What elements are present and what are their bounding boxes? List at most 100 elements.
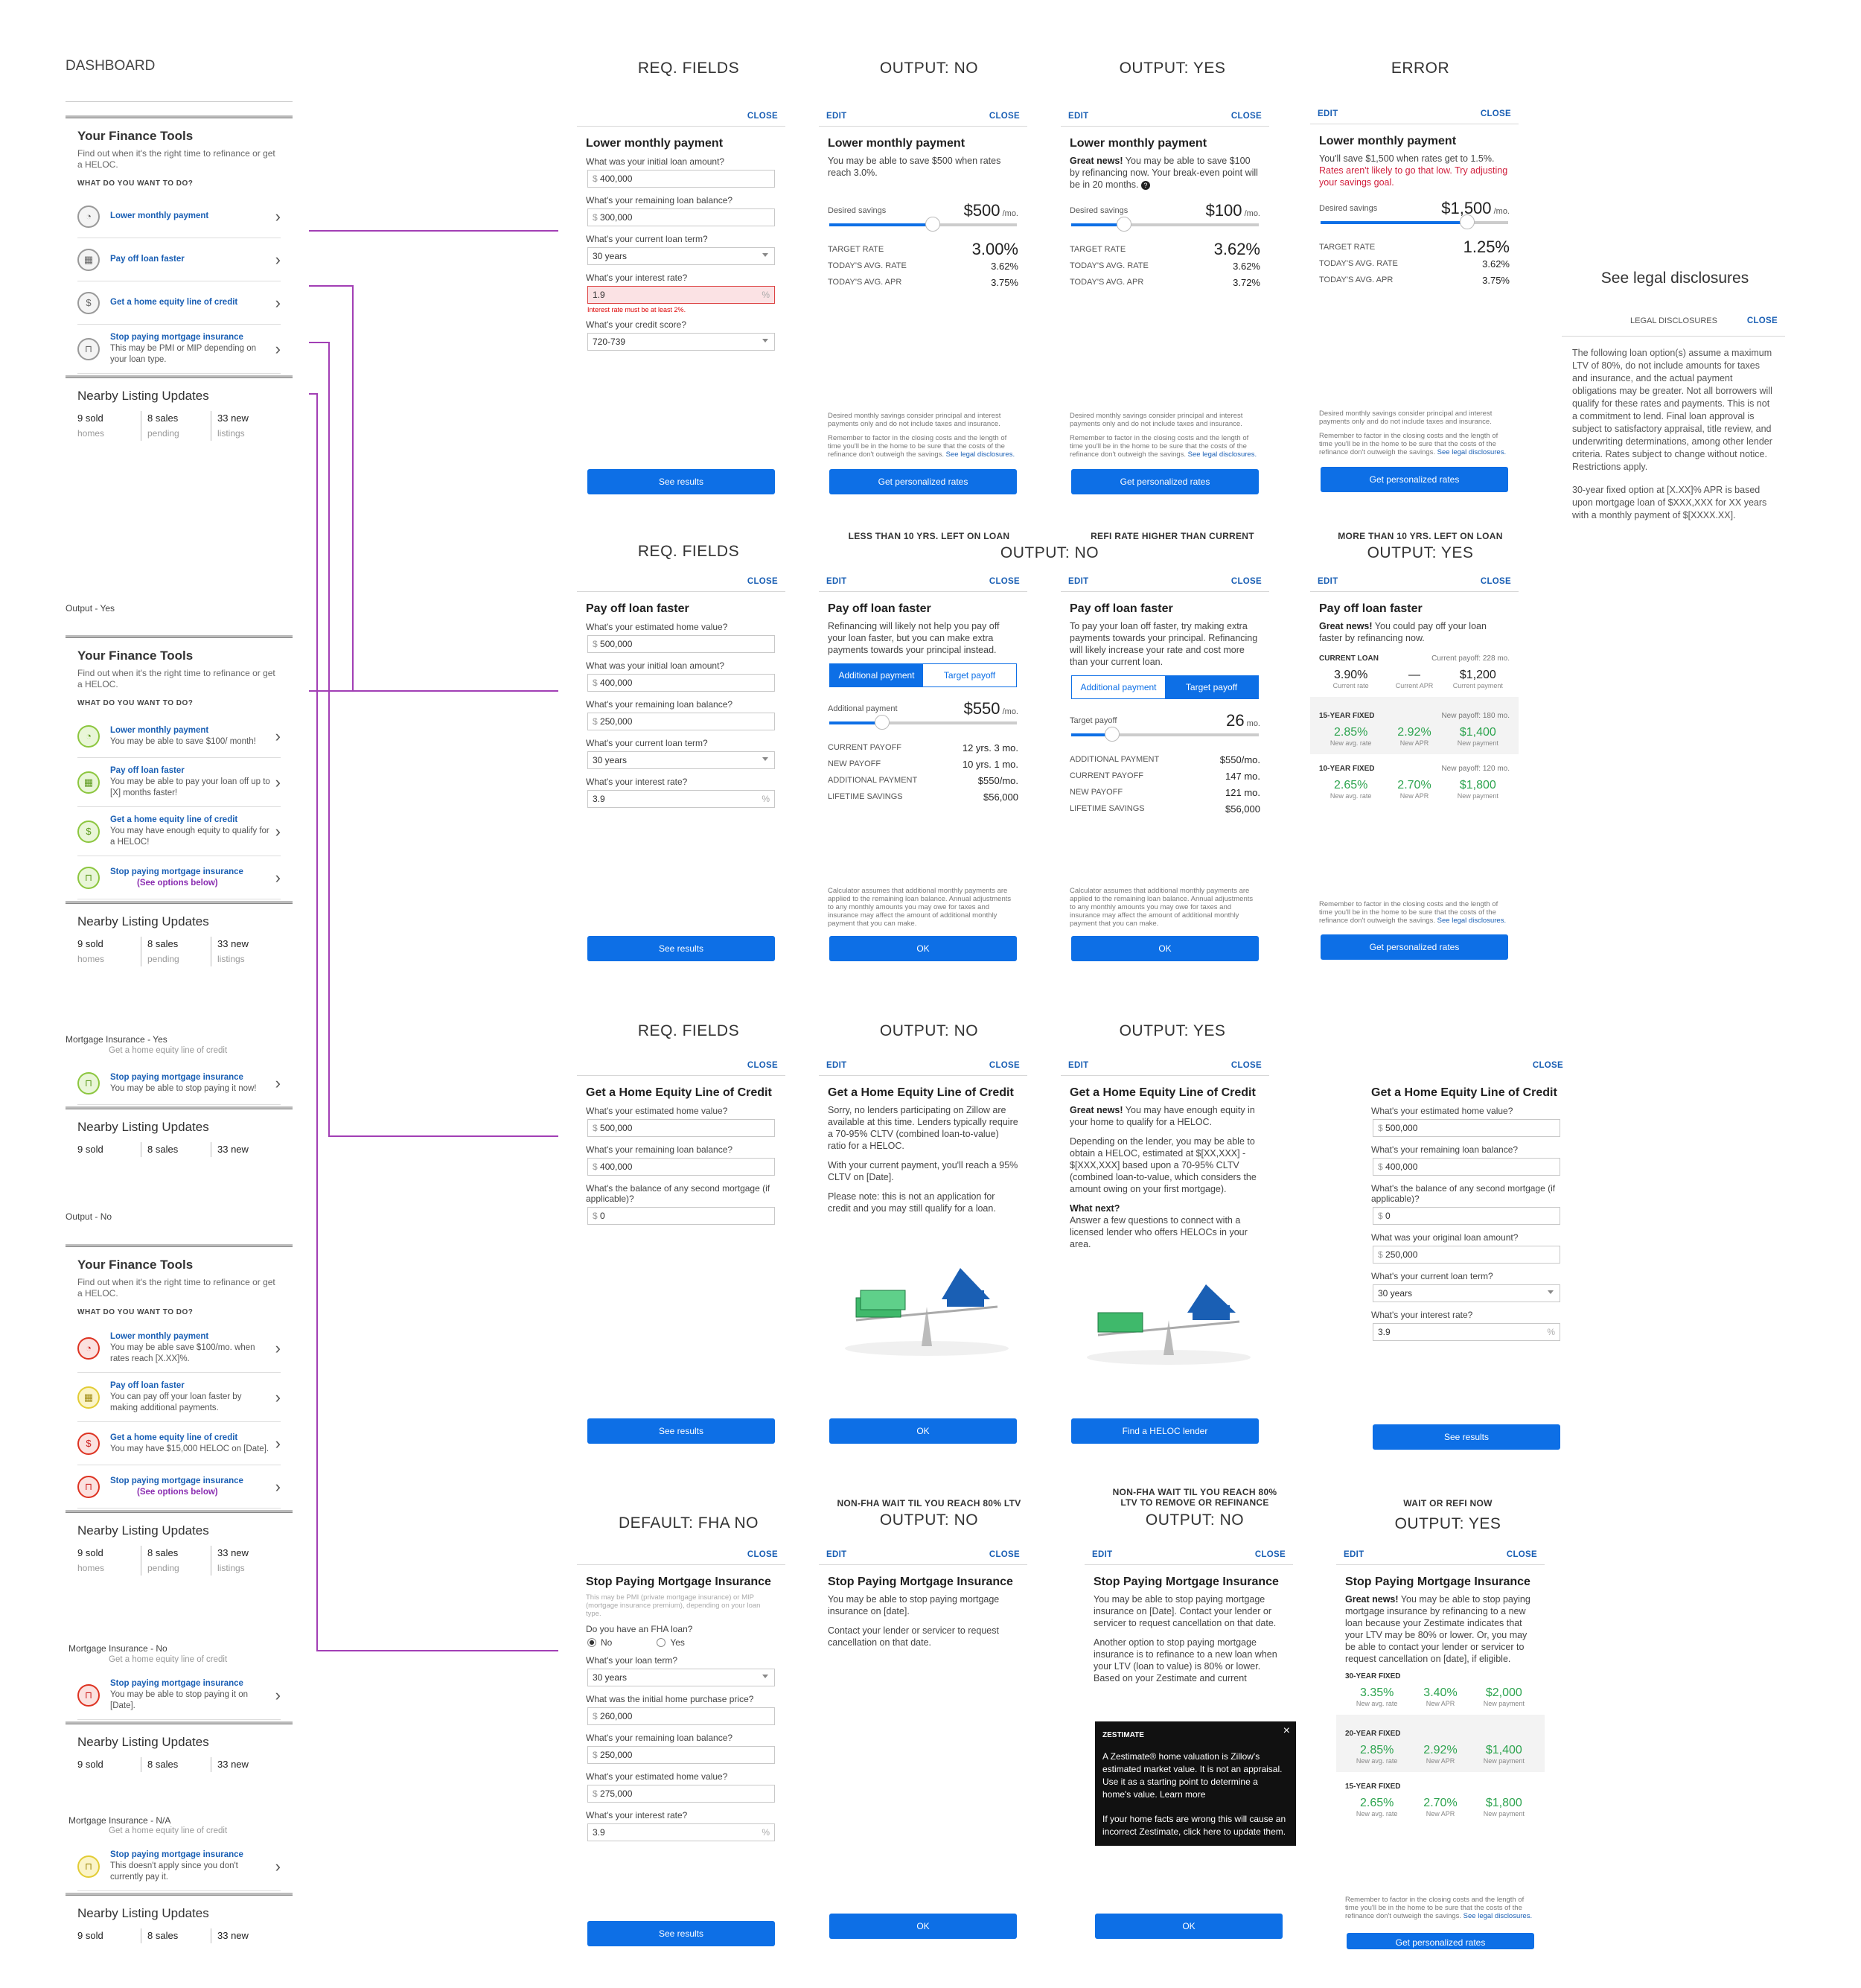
- second-mortgage-input[interactable]: $ 0: [1373, 1207, 1560, 1225]
- slider-handle[interactable]: [1459, 214, 1475, 229]
- ok-button[interactable]: OK: [1071, 936, 1259, 961]
- remaining-balance-input[interactable]: $ 250,000: [587, 1746, 775, 1764]
- payment-slider[interactable]: [829, 715, 1017, 730]
- close-button[interactable]: CLOSE: [747, 1061, 778, 1070]
- payoff-slider[interactable]: [1071, 727, 1259, 742]
- edit-button[interactable]: EDIT: [826, 1550, 847, 1559]
- tool-stop-mi[interactable]: ⊓Stop paying mortgage insurance(See opti…: [77, 1465, 281, 1508]
- ok-button[interactable]: OK: [1095, 1914, 1283, 1939]
- slider-handle[interactable]: [1105, 727, 1120, 742]
- stat-pending[interactable]: 8 sales: [141, 1757, 211, 1772]
- see-results-button[interactable]: See results: [587, 936, 775, 961]
- legal-link[interactable]: See legal disclosures.: [1437, 917, 1507, 925]
- tool-pay-faster[interactable]: ▦Pay off loan faster›: [77, 238, 281, 281]
- close-icon[interactable]: ×: [1283, 1724, 1290, 1737]
- stat-new[interactable]: 33 new: [211, 1142, 281, 1157]
- stat-new[interactable]: 33 new: [211, 1757, 281, 1772]
- close-button[interactable]: CLOSE: [1532, 1061, 1563, 1070]
- tool-lower-payment[interactable]: ◔Lower monthly payment›: [77, 195, 281, 238]
- find-heloc-button[interactable]: Find a HELOC lender: [1071, 1418, 1259, 1444]
- interest-rate-input[interactable]: 3.9%: [587, 790, 775, 808]
- personalized-rates-button[interactable]: Get personalized rates: [1071, 469, 1259, 494]
- edit-button[interactable]: EDIT: [1092, 1550, 1113, 1559]
- close-button[interactable]: CLOSE: [1480, 109, 1511, 118]
- edit-button[interactable]: EDIT: [826, 1061, 847, 1070]
- ok-button[interactable]: OK: [829, 936, 1017, 961]
- home-value-input[interactable]: $ 500,000: [587, 635, 775, 653]
- close-button[interactable]: CLOSE: [747, 112, 778, 121]
- close-button[interactable]: CLOSE: [1230, 112, 1262, 121]
- close-button[interactable]: CLOSE: [989, 1550, 1020, 1559]
- see-results-button[interactable]: See results: [587, 1921, 775, 1946]
- edit-button[interactable]: EDIT: [826, 112, 847, 121]
- loan-term-select[interactable]: 30 years: [587, 247, 775, 265]
- personalized-rates-button[interactable]: Get personalized rates: [1347, 1933, 1534, 1949]
- remaining-balance-input[interactable]: $ 400,000: [587, 1158, 775, 1176]
- close-button[interactable]: CLOSE: [1746, 316, 1778, 325]
- edit-button[interactable]: EDIT: [1068, 577, 1089, 586]
- close-button[interactable]: CLOSE: [1230, 577, 1262, 586]
- tool-stop-mi[interactable]: ⊓Stop paying mortgage insurance(See opti…: [77, 856, 281, 899]
- close-button[interactable]: CLOSE: [1506, 1550, 1537, 1559]
- savings-slider[interactable]: [829, 217, 1017, 232]
- stat-sold[interactable]: 9 sold: [77, 1930, 103, 1941]
- second-mortgage-input[interactable]: $ 0: [587, 1207, 775, 1225]
- interest-rate-input[interactable]: 1.9%: [587, 286, 775, 304]
- savings-slider[interactable]: [1071, 217, 1259, 232]
- edit-button[interactable]: EDIT: [1068, 112, 1089, 121]
- slider-handle[interactable]: [925, 217, 940, 232]
- fha-yes-radio[interactable]: Yes: [657, 1637, 707, 1648]
- loan-term-select[interactable]: 30 years: [587, 1669, 775, 1686]
- personalized-rates-button[interactable]: Get personalized rates: [1321, 467, 1508, 492]
- purchase-price-input[interactable]: $ 260,000: [587, 1707, 775, 1725]
- tab-target-payoff[interactable]: Target payoff: [943, 670, 996, 681]
- close-button[interactable]: CLOSE: [1480, 577, 1511, 586]
- payoff-toggle[interactable]: Additional payment Target payoff: [829, 663, 1017, 687]
- tab-additional-payment[interactable]: Additional payment: [1080, 682, 1157, 692]
- remaining-balance-input[interactable]: $ 400,000: [1373, 1158, 1560, 1176]
- close-button[interactable]: CLOSE: [747, 1550, 778, 1559]
- remaining-balance-input[interactable]: $ 300,000: [587, 208, 775, 226]
- initial-loan-input[interactable]: $ 400,000: [587, 170, 775, 188]
- edit-button[interactable]: EDIT: [826, 577, 847, 586]
- payoff-toggle[interactable]: Additional payment Target payoff: [1071, 675, 1259, 699]
- original-loan-input[interactable]: $ 250,000: [1373, 1246, 1560, 1264]
- edit-button[interactable]: EDIT: [1068, 1061, 1089, 1070]
- legal-link[interactable]: See legal disclosures.: [1463, 1912, 1533, 1920]
- legal-link[interactable]: See legal disclosures.: [1187, 450, 1257, 459]
- loan-term-select[interactable]: 30 years: [587, 751, 775, 769]
- edit-button[interactable]: EDIT: [1344, 1550, 1364, 1559]
- tab-target-payoff[interactable]: Target payoff: [1165, 676, 1258, 698]
- ok-button[interactable]: OK: [829, 1418, 1017, 1444]
- info-icon[interactable]: ?: [1140, 181, 1150, 190]
- slider-handle[interactable]: [1116, 217, 1131, 232]
- personalized-rates-button[interactable]: Get personalized rates: [1321, 934, 1508, 960]
- stat-sold[interactable]: 9 sold: [77, 1144, 103, 1155]
- remaining-balance-input[interactable]: $ 250,000: [587, 713, 775, 730]
- edit-button[interactable]: EDIT: [1318, 109, 1338, 118]
- home-value-input[interactable]: $ 275,000: [587, 1785, 775, 1803]
- tool-heloc[interactable]: $Get a home equity line of credit›: [77, 281, 281, 325]
- loan-term-select[interactable]: 30 years: [1373, 1284, 1560, 1302]
- legal-link[interactable]: See legal disclosures.: [1437, 448, 1507, 456]
- savings-slider[interactable]: [1321, 214, 1508, 229]
- close-button[interactable]: CLOSE: [989, 1061, 1020, 1070]
- stat-new[interactable]: 33 new: [211, 1928, 281, 1943]
- tab-additional-payment[interactable]: Additional payment: [830, 664, 923, 686]
- see-results-button[interactable]: See results: [1373, 1424, 1560, 1450]
